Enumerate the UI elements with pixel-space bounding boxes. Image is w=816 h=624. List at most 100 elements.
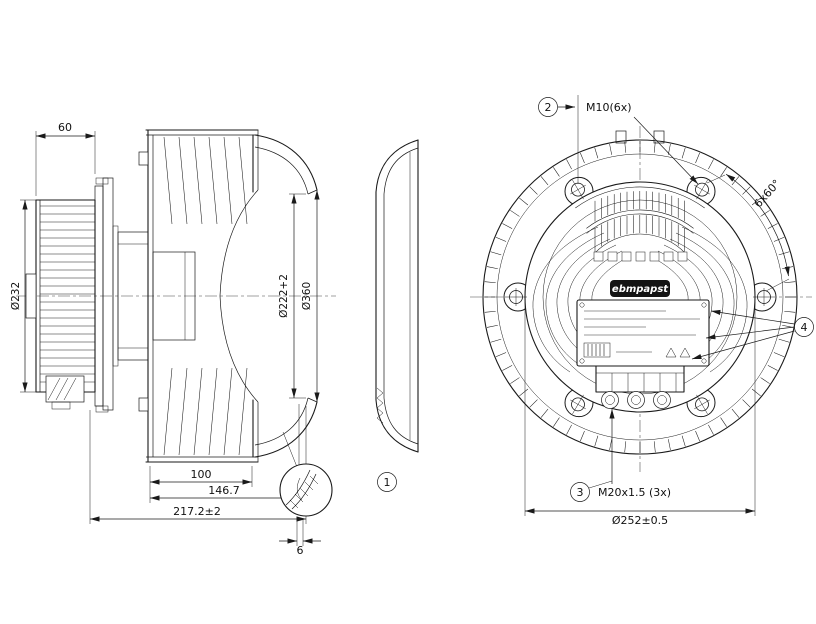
path-primitive (254, 397, 309, 446)
rect-primitive (649, 251, 660, 262)
path-primitive (254, 134, 318, 191)
motor-body (25, 199, 96, 393)
bearing-cap (25, 273, 37, 319)
line-primitive (588, 480, 613, 489)
cooling-fin-grid (575, 186, 705, 254)
line-primitive (495, 352, 507, 357)
line-primitive (289, 499, 299, 509)
callout-2-badge (538, 97, 558, 117)
line-primitive (238, 136, 248, 225)
line-primitive (624, 141, 627, 153)
line-primitive (694, 399, 710, 410)
path-primitive (297, 477, 303, 501)
line-primitive (208, 136, 218, 225)
brand-logo: ebmpapst (610, 280, 670, 297)
circle-primitive (627, 391, 645, 409)
inlet-ring-view: 1 (375, 139, 419, 492)
rear-view: ebmpapst (470, 95, 814, 527)
impeller-housing (138, 129, 259, 463)
line-primitive (490, 251, 502, 256)
mounting-tab (138, 151, 149, 166)
line-primitive (566, 159, 572, 170)
shroud-curve-bottom (219, 295, 259, 403)
line-primitive (706, 174, 726, 184)
bolt-holes (505, 179, 775, 415)
circle-primitive (605, 395, 615, 405)
dim-100-label: 100 (191, 468, 212, 481)
line-primitive (510, 377, 520, 384)
line-primitive (570, 184, 586, 195)
circle-primitive (377, 472, 397, 492)
line-primitive (694, 184, 710, 195)
line-primitive (238, 367, 248, 456)
line-primitive (223, 136, 233, 225)
rect-primitive (102, 177, 114, 411)
line-primitive (624, 441, 627, 453)
rect-primitive (663, 251, 674, 262)
line-primitive (307, 397, 318, 403)
dim-d232-label: Ø232 (10, 282, 22, 310)
outer-housing-circle (482, 139, 798, 455)
callout-3-badge (570, 482, 590, 502)
dim-146-label: 146.7 (208, 484, 240, 497)
warning-triangle-icon (679, 347, 691, 358)
circle-primitive (279, 463, 333, 517)
line-primitive (760, 210, 770, 217)
m20-label: M20x1.5 (3x) (598, 486, 671, 499)
circle-primitive (601, 391, 619, 409)
line-primitive (668, 439, 671, 451)
path-primitive (254, 401, 318, 458)
bolt-hole-callout: 2 M10(6x) (538, 95, 699, 185)
impeller-rim-circle (496, 153, 784, 441)
dim-d252-label: Ø252±0.5 (612, 514, 668, 527)
mounting-plate-side (94, 177, 119, 413)
path-primitive (532, 226, 599, 373)
line-primitive (731, 408, 740, 418)
line-primitive (705, 326, 795, 340)
motor-cooling-fins (40, 205, 95, 383)
circle-primitive (657, 395, 667, 405)
rect-primitive (635, 251, 646, 262)
rect-primitive (610, 280, 670, 297)
detail-circle: 6 (279, 431, 333, 557)
path-primitive (556, 238, 611, 355)
rect-primitive (621, 251, 632, 262)
line-primitive (691, 330, 795, 360)
line-primitive (710, 309, 795, 325)
callout-2-label: 2 (545, 101, 552, 114)
callout-1-badge: 1 (377, 472, 397, 492)
warning-triangle-icon (665, 347, 677, 358)
line-primitive (570, 399, 586, 410)
line-primitive (540, 176, 549, 186)
path-primitive (681, 226, 748, 373)
line-primitive (580, 430, 585, 442)
dim-60-label: 60 (58, 121, 72, 134)
terminal-strip (593, 251, 688, 262)
line-primitive (309, 475, 319, 485)
line-primitive (695, 152, 700, 164)
cable-gland-side (45, 375, 85, 410)
line-primitive (609, 143, 612, 155)
path-primitive (669, 238, 724, 355)
line-primitive (55, 377, 69, 401)
barcode (583, 342, 611, 358)
impeller-blades-side (163, 136, 248, 456)
line-primitive (502, 365, 513, 371)
callout-1-label: 1 (384, 476, 391, 489)
line-primitive (178, 367, 188, 456)
path-primitive (285, 469, 311, 506)
shroud-curve-top (219, 189, 259, 297)
side-view-dimensions: 60 Ø232 Ø222+2 Ø360 100 146.7 (10, 121, 320, 524)
path-primitive (375, 139, 419, 453)
spring-clip (376, 387, 384, 424)
line-primitive (484, 281, 496, 284)
terminal-box (595, 365, 685, 393)
line-primitive (782, 266, 794, 269)
line-primitive (580, 152, 585, 164)
dim-217-label: 217.2±2 (173, 505, 221, 518)
path-primitive (725, 173, 790, 277)
gland-callout: 3 M20x1.5 (3x) (570, 409, 671, 502)
detail-hatch (285, 469, 319, 510)
line-primitive (510, 210, 520, 217)
